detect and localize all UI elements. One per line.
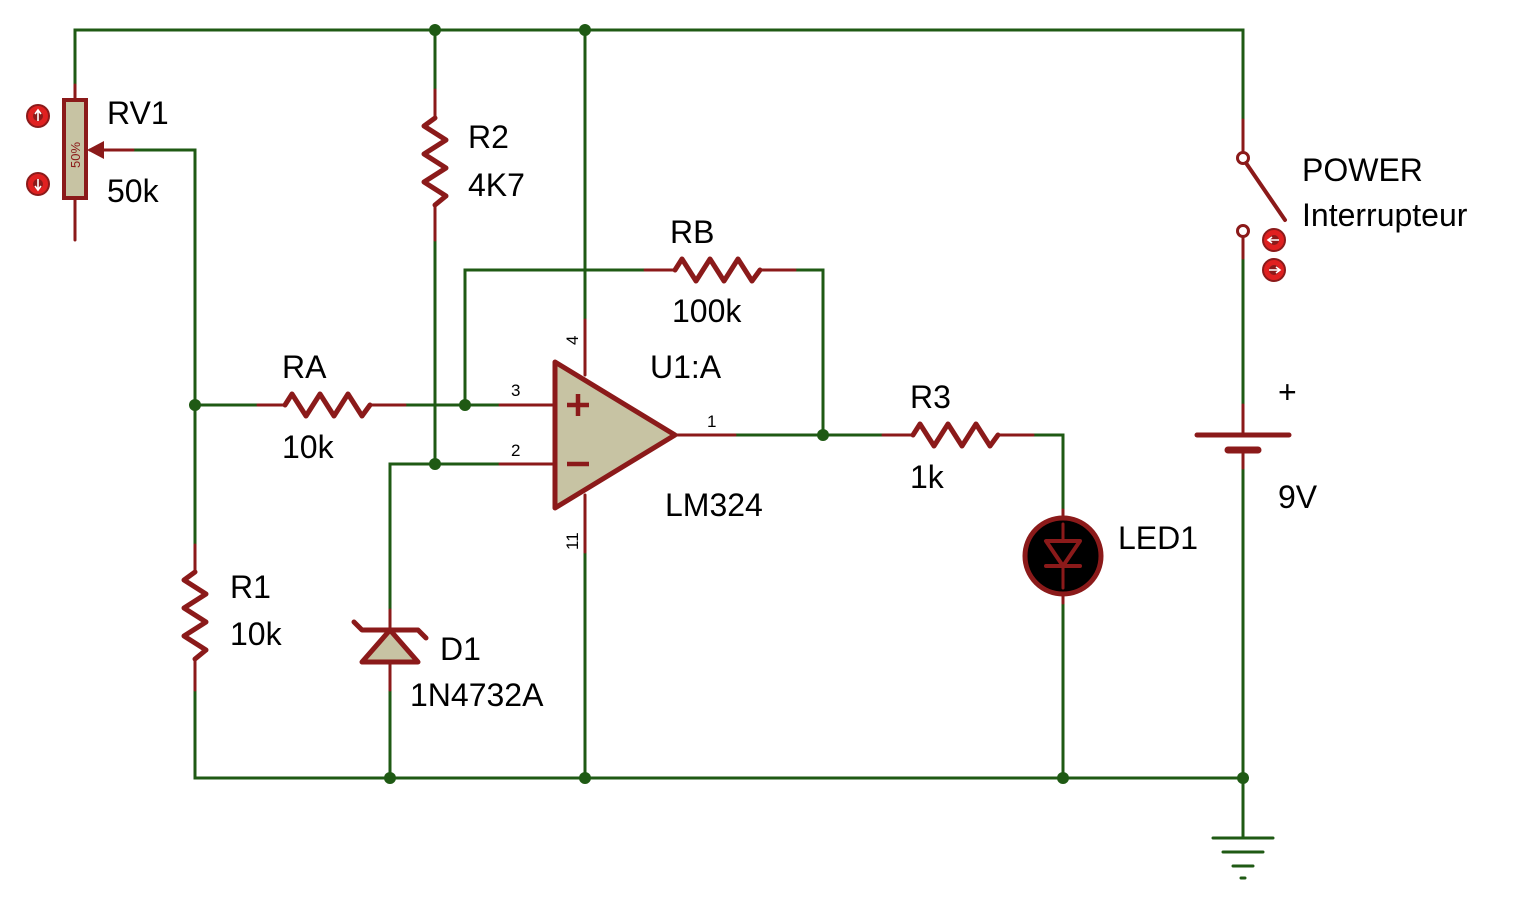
r1-zigzag (181, 569, 209, 662)
resistor-r3: R3 1k (881, 379, 1035, 495)
junction-dot (817, 429, 829, 441)
resistor-r2: R2 4K7 (421, 88, 525, 242)
rb-label: RB (670, 214, 714, 250)
rv1-wiper-arrow (87, 141, 104, 159)
junction-dot (459, 399, 471, 411)
r1-label: R1 (230, 569, 271, 605)
battery-9v: + 9V (1194, 374, 1318, 515)
switch-toggle-icon[interactable] (1262, 228, 1286, 252)
rv1-wiper-percent: 50% (68, 142, 83, 168)
junction-dot (1237, 772, 1249, 784)
wire-feedback-right (793, 268, 825, 437)
power-value: Interrupteur (1302, 197, 1468, 233)
u1-label: U1:A (650, 349, 722, 385)
power-label: POWER (1302, 152, 1423, 188)
junction-dot (1057, 772, 1069, 784)
wire-r3-to-led (1031, 433, 1065, 512)
u1-pin-gnd-number: 11 (563, 532, 582, 550)
led-led1: LED1 (1022, 508, 1198, 605)
r3-value: 1k (910, 459, 945, 495)
rv1-label: RV1 (107, 95, 169, 131)
wires (73, 28, 1245, 840)
switch-terminal-bottom (1236, 224, 1250, 238)
down-arrow-icon[interactable] (26, 172, 50, 196)
ground-icon (1211, 836, 1275, 880)
wire-top-rail (73, 28, 1245, 122)
junction-dot (429, 24, 441, 36)
led1-label: LED1 (1118, 520, 1198, 556)
ra-zigzag (282, 391, 373, 419)
zener-diode-d1: D1 1N4732A (351, 608, 544, 713)
rv1-body (62, 98, 88, 200)
rv1-value: 50k (107, 173, 160, 209)
r3-zigzag (910, 421, 1001, 449)
switch-power: POWER Interrupteur (1236, 118, 1468, 282)
u1-pin-minus-number: 2 (511, 441, 520, 460)
ra-value: 10k (282, 429, 335, 465)
junctions (189, 24, 1249, 784)
op-amp-u1: 3 2 1 4 11 U1:A LM324 (498, 318, 763, 554)
junction-dot (579, 772, 591, 784)
switch-lever (1244, 161, 1287, 222)
d1-cathode-bar (351, 619, 429, 641)
r2-label: R2 (468, 119, 509, 155)
resistor-rb: RB 100k (643, 214, 797, 329)
r3-label: R3 (910, 379, 951, 415)
wire-inverting-node (388, 462, 502, 612)
battery-polarity: + (1278, 374, 1297, 410)
junction-dot (189, 399, 201, 411)
junction-dot (579, 24, 591, 36)
wire-bottom-rail (193, 688, 1245, 780)
resistor-r1: R1 10k (181, 543, 283, 692)
u1-pin-out-number: 1 (707, 412, 716, 431)
r2-zigzag (421, 115, 449, 208)
u1-triangle (552, 359, 678, 511)
battery-value: 9V (1278, 479, 1318, 515)
potentiometer-rv1: 50% RV1 50k (26, 83, 169, 242)
u1-pin-plus-number: 3 (511, 381, 520, 400)
d1-value: 1N4732A (410, 677, 544, 713)
u1-pin-vcc-number: 4 (563, 336, 582, 345)
d1-triangle (359, 627, 421, 665)
switch-terminal-top (1236, 151, 1250, 165)
switch-toggle-icon-2[interactable] (1262, 258, 1286, 282)
rb-value: 100k (672, 293, 742, 329)
rb-zigzag (672, 256, 763, 284)
r2-value: 4K7 (468, 167, 525, 203)
ra-label: RA (282, 349, 327, 385)
up-arrow-icon[interactable] (26, 104, 50, 128)
u1-plus-sign (567, 394, 589, 416)
u1-value: LM324 (665, 487, 763, 523)
junction-dot (429, 458, 441, 470)
d1-label: D1 (440, 631, 481, 667)
junction-dot (384, 772, 396, 784)
r1-value: 10k (230, 616, 283, 652)
resistor-ra: RA 10k (256, 349, 407, 465)
wire-rv1-wiper (131, 148, 197, 547)
